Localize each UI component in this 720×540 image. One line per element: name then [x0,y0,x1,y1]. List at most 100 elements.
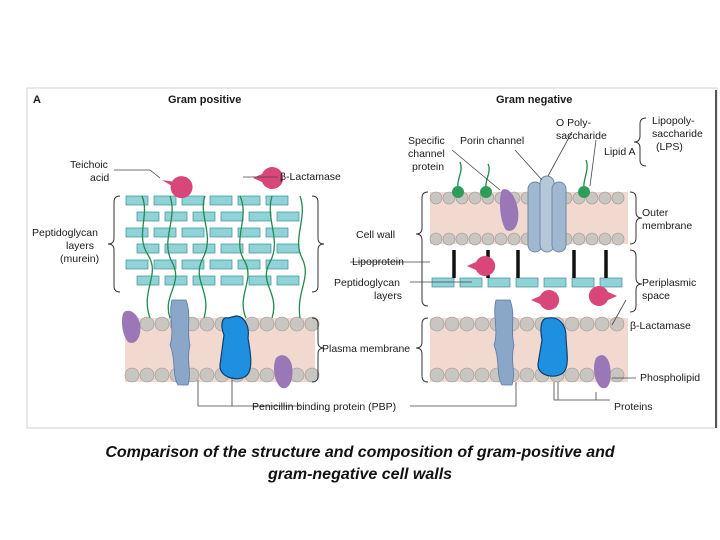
label-specific-channel-1: Specific [408,135,445,147]
phospholipid-head [274,316,290,332]
label-peptidoglycan-left-1: Peptidoglycan [32,227,98,239]
peptidoglycan-block [125,195,149,206]
peptidoglycan-block [487,277,511,288]
phospholipid-head [609,367,625,383]
gn-peptidoglycan-layer [431,277,623,288]
peptidoglycan-block [265,195,289,206]
peptidoglycan-block [125,227,149,238]
label-teichoic-acid-1: Teichoic [70,159,108,171]
gp-beta-lactamase-right [253,167,284,189]
phospholipid-head [289,316,305,332]
peptidoglycan-block [164,211,188,222]
peptidoglycan-block [192,243,216,254]
gn-membrane-brace [415,317,429,383]
peptidoglycan-block [515,277,539,288]
phospholipid-head [455,232,469,246]
peptidoglycan-block [125,259,149,270]
peptidoglycan-block [459,277,483,288]
gn-purple-protein [594,355,611,389]
label-specific-channel-3: protein [412,161,444,173]
gn-cellwall-brace [415,191,429,307]
label-beta-lactamase-top: β-Lactamase [280,171,341,183]
phospholipid-head [598,191,612,205]
label-peptidoglycan-left-3: (murein) [60,253,99,265]
label-lipoprotein: Lipoprotein [352,256,404,268]
peptidoglycan-block [220,211,244,222]
peptidoglycan-block [543,277,567,288]
phospholipid-head [444,316,460,332]
label-periplasmic-1: Periplasmic [642,277,696,289]
phospholipid-head [124,367,140,383]
label-porin-channel: Porin channel [460,135,524,147]
label-lipid-a: Lipid A [604,146,636,158]
label-o-poly-2: saccharide [556,130,607,142]
phospholipid-head [594,316,610,332]
phospholipid-head [199,316,215,332]
phospholipid-head [444,367,460,383]
peptidoglycan-block [209,259,233,270]
peptidoglycan-block [136,243,160,254]
phospholipid-head [139,316,155,332]
phospholipid-head [259,367,275,383]
phospholipid-head [459,316,475,332]
peptidoglycan-block [237,195,261,206]
peptidoglycan-block [265,227,289,238]
phospholipid-head [429,191,443,205]
label-lps-1: Lipopoly- [652,115,695,127]
peptidoglycan-block [237,259,261,270]
phospholipid-head [259,316,275,332]
gn-outer-heads-bottom [429,232,625,246]
phospholipid-head [519,316,535,332]
peptidoglycan-block [181,259,205,270]
gn-periplasmic-brace [629,249,643,313]
peptidoglycan-block [164,243,188,254]
peptidoglycan-block [276,275,300,286]
phospholipid-head [468,191,482,205]
gn-porin-channel [527,175,567,253]
gp-peptidoglycan-brace [107,195,121,293]
phospholipid-head [579,367,595,383]
phospholipid-head [572,232,586,246]
gp-teichoic-acid-strands [141,195,306,319]
panel-letter: A [33,94,41,106]
gp-purple-protein-right [274,355,293,389]
phospholipid-head [429,232,443,246]
figure-caption: Comparison of the structure and composit… [40,442,680,486]
phospholipid-head [564,367,580,383]
label-peptidoglycan-left-2: layers [66,240,94,252]
label-specific-channel-2: channel [408,148,445,160]
phospholipid-head [609,316,625,332]
peptidoglycan-block [248,275,272,286]
gn-lps-molecules [452,159,590,198]
label-periplasmic-2: space [642,290,670,302]
peptidoglycan-block [248,211,272,222]
phospholipid-head [468,232,482,246]
phospholipid-head [564,316,580,332]
gp-pbp-protein [219,315,252,380]
peptidoglycan-block [220,243,244,254]
peptidoglycan-block [248,243,272,254]
phospholipid-head [154,367,170,383]
label-lps-2: saccharide [652,128,703,140]
peptidoglycan-block [265,259,289,270]
phospholipid-head [304,316,320,332]
phospholipid-head [585,232,599,246]
gram-negative-header: Gram negative [496,94,572,106]
gn-plasma-heads-bottom [429,367,625,383]
label-outer-membrane-1: Outer [642,207,669,219]
label-outer-membrane-2: membrane [642,220,692,232]
peptidoglycan-block [237,227,261,238]
gp-purple-protein-left [121,310,141,343]
peptidoglycan-block [209,227,233,238]
gp-steel-protein [169,299,191,386]
gram-positive-header: Gram positive [168,94,241,106]
gn-steel-protein [493,299,515,386]
peptidoglycan-block [136,275,160,286]
gn-beta-lactamase-right [588,286,617,306]
peptidoglycan-block [571,277,595,288]
label-o-poly-1: O Poly- [556,117,592,129]
label-plasma-membrane: Plasma membrane [322,343,410,355]
phospholipid-head [579,316,595,332]
peptidoglycan-block [153,259,177,270]
